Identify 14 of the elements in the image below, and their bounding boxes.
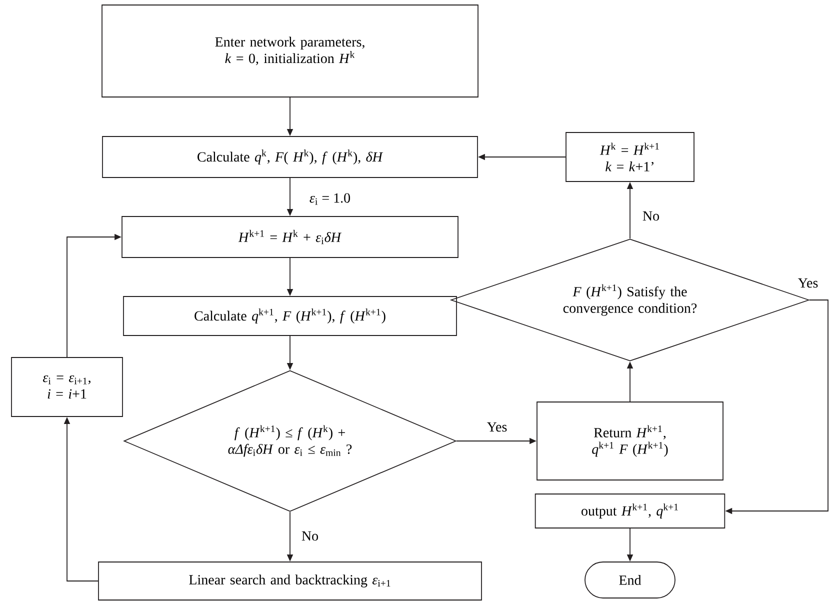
process-box: Return H$^{k+1}$, q$^{k+1}$ F (H$^{k+1}$) — [536, 402, 724, 480]
process-box: Calculate q$^{k+1}$, F (H$^{k+1}$), f (H$^{k+1}$) — [123, 296, 457, 336]
edge-label: No — [641, 210, 661, 222]
process-box: ε$_{i}$ = ε$_{i+1}$, i = i+1 — [11, 357, 123, 417]
process-box: Linear search and backtracking ε$_{i+1}$ — [98, 562, 482, 600]
process-box: Enter network parameters, k = 0, initialization H$^{k}$ — [102, 4, 478, 98]
terminal: End — [584, 562, 676, 598]
process-box: H$^{k+1}$ = H$^{k}$ + ε$_{i}$δH — [122, 216, 458, 258]
edge-label: No — [300, 530, 320, 542]
process-box: Calculate q$^{k}$, F( H$^{k}$), f (H$^{k}$), δH — [102, 136, 478, 178]
edge-label: ε$_{i}$ = 1.0 — [308, 192, 352, 206]
edge-label: Yes — [486, 421, 508, 433]
process-box: output H$^{k+1}$, q$^{k+1}$ — [534, 494, 726, 528]
process-box: H$^{k}$ = H$^{k+1}$ k = k+1’ — [566, 132, 694, 182]
